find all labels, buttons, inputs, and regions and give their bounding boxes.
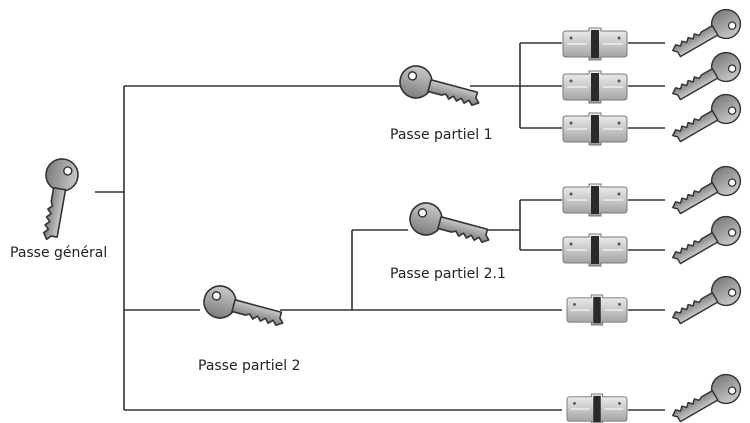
lock-cylinder-icon xyxy=(562,112,628,146)
lock-cylinder-icon xyxy=(562,183,628,217)
key-icon xyxy=(199,281,289,336)
key-icon xyxy=(666,270,747,334)
lock-cylinder-icon xyxy=(562,233,628,267)
key-icon xyxy=(33,155,82,244)
key-icon xyxy=(395,61,485,116)
label-passe-general: Passe général xyxy=(10,245,108,261)
connector-lines xyxy=(95,42,665,411)
key-icon xyxy=(666,210,747,274)
key-icon xyxy=(405,198,495,253)
lock-cylinder-icon xyxy=(562,70,628,104)
label-passe-partiel-2-1: Passe partiel 2.1 xyxy=(390,266,506,282)
lock-cylinder-icon xyxy=(566,393,628,423)
key-icon xyxy=(666,160,747,224)
lock-cylinder-icon xyxy=(566,294,628,326)
lock-cylinder-icon xyxy=(562,27,628,61)
label-passe-partiel-1: Passe partiel 1 xyxy=(390,127,493,143)
label-passe-partiel-2: Passe partiel 2 xyxy=(198,358,301,374)
key-icon xyxy=(666,368,747,423)
